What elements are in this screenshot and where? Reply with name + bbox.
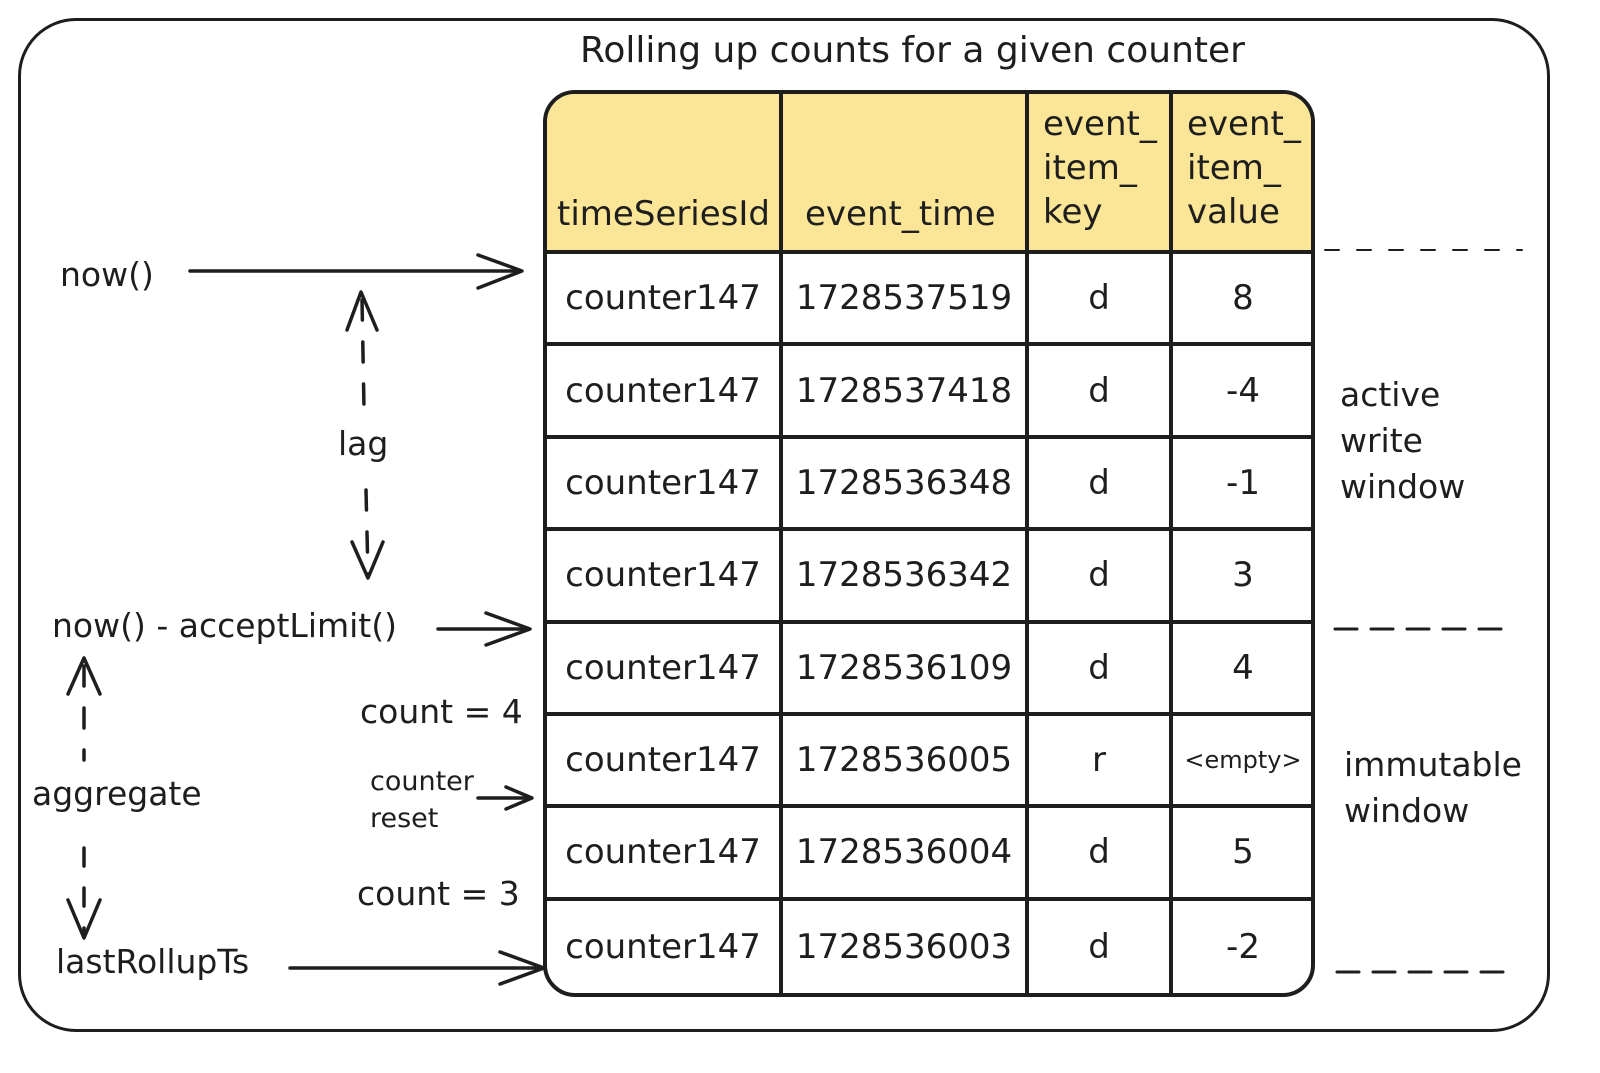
cell-event-time: 1728536004 <box>783 808 1029 901</box>
cell-event-item-key: r <box>1029 715 1173 809</box>
now-arrow <box>188 253 524 290</box>
cell-event-item-value: -2 <box>1226 926 1260 967</box>
cell-event-item-value: -1 <box>1173 439 1311 532</box>
cell-event-item-value: 4 <box>1173 624 1311 716</box>
cell-event-item-key: d <box>1029 808 1173 901</box>
accept-limit-label: now() - acceptLimit() <box>52 606 397 645</box>
cell-event-item-value: 5 <box>1173 808 1311 901</box>
cell-timeseriesid: counter147 <box>547 715 783 809</box>
header-event-item-value: event_ item_ value <box>1173 94 1311 254</box>
cell-event-time: 1728536348 <box>783 438 1029 532</box>
diagram-title: Rolling up counts for a given counter <box>580 30 1245 71</box>
cell-event-time: 1728537519 <box>783 254 1029 347</box>
cell-timeseriesid: counter147 <box>547 531 783 624</box>
cell-timeseriesid: counter147 <box>547 438 783 532</box>
cell-event-item-key: d <box>1029 438 1173 532</box>
cell-event-item-key: d <box>1029 346 1173 439</box>
active-write-window-label: active write window <box>1340 375 1466 506</box>
cell-event-time: 1728536342 <box>783 531 1029 624</box>
cell-event-item-value: 8 <box>1173 254 1311 347</box>
cell-timeseriesid: counter147 <box>547 623 783 716</box>
counter-reset-label-line1: counter <box>370 766 474 797</box>
cell-event-item-value: -4 <box>1173 346 1311 439</box>
aggregate-label: aggregate <box>32 774 202 813</box>
cell-event-time: 1728536109 <box>783 623 1029 716</box>
cell-timeseriesid: counter147 <box>547 900 783 993</box>
aggregate-arrow <box>66 656 102 940</box>
lag-label: lag <box>338 424 389 463</box>
count-4-label: count = 4 <box>360 692 523 731</box>
now-label: now() <box>60 255 154 294</box>
cell-event-item-value: 3 <box>1173 531 1311 624</box>
diagram-frame <box>18 18 1550 1032</box>
cell-event-time: 1728536005 <box>783 715 1029 809</box>
lag-arrow <box>345 290 385 580</box>
immutable-window-label: immutable window <box>1344 745 1522 830</box>
cell-event-item-key: d <box>1029 254 1173 347</box>
header-event-time: event_time <box>783 94 1029 254</box>
accept-limit-arrow <box>436 611 532 647</box>
cell-event-time: 1728537418 <box>783 346 1029 439</box>
cell-timeseriesid: counter147 <box>547 254 783 347</box>
counter-reset-label-line2: reset <box>370 803 439 834</box>
cell-event-item-key: d <box>1029 531 1173 624</box>
cell-event-item-key: d <box>1029 623 1173 716</box>
last-rollup-arrow <box>288 950 546 986</box>
cell-timeseriesid: counter147 <box>547 808 783 901</box>
cell-event-item-key: d <box>1029 900 1173 993</box>
header-event-item-key: event_ item_ key <box>1029 94 1173 254</box>
cell-timeseriesid: counter147 <box>547 346 783 439</box>
cell-event-item-value: <empty> <box>1173 716 1311 809</box>
cell-event-time: 1728536003 <box>783 900 1029 993</box>
last-rollup-label: lastRollupTs <box>56 942 250 981</box>
header-timeseriesid: timeSeriesId <box>547 94 783 254</box>
counter-reset-arrow <box>476 785 534 811</box>
count-3-label: count = 3 <box>357 874 520 913</box>
